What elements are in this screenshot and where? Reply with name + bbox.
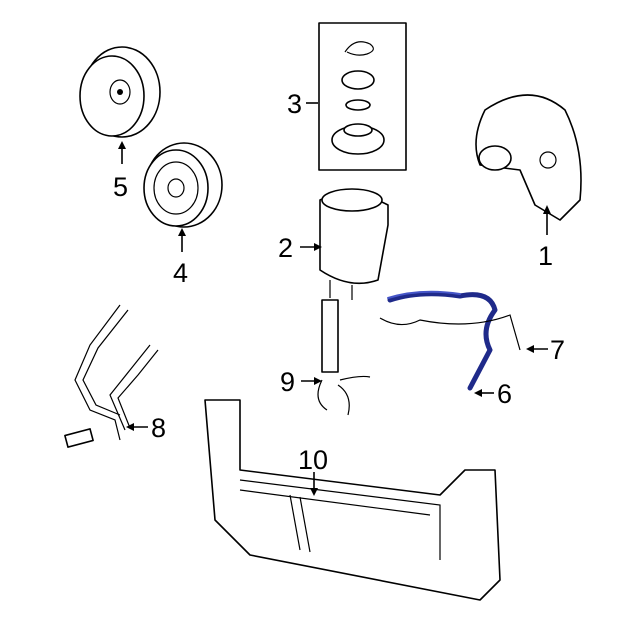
callout-1: 1 (538, 241, 553, 271)
part-10-crossmember[interactable] (204, 399, 501, 601)
part-7-return-hose[interactable] (379, 314, 521, 351)
callout-10: 10 (298, 445, 328, 475)
part-1-pump[interactable] (475, 94, 582, 221)
callout-8: 8 (151, 413, 166, 443)
callout-3: 3 (287, 89, 302, 119)
part-4-pulley[interactable] (143, 142, 223, 228)
part-5-pulley[interactable] (79, 46, 161, 138)
callout-7: 7 (550, 335, 565, 365)
callout-2: 2 (278, 233, 293, 263)
part-2-reservoir[interactable] (319, 188, 389, 300)
callout-9: 9 (280, 367, 295, 397)
part-3-cap-kit[interactable] (318, 22, 407, 171)
part-6-pressure-hose[interactable] (387, 290, 498, 391)
callout-6: 6 (497, 379, 512, 409)
part-9-hose[interactable] (317, 299, 371, 416)
callout-4: 4 (173, 258, 188, 288)
part-8-cooler-lines[interactable] (64, 304, 159, 448)
callout-5: 5 (113, 172, 128, 202)
